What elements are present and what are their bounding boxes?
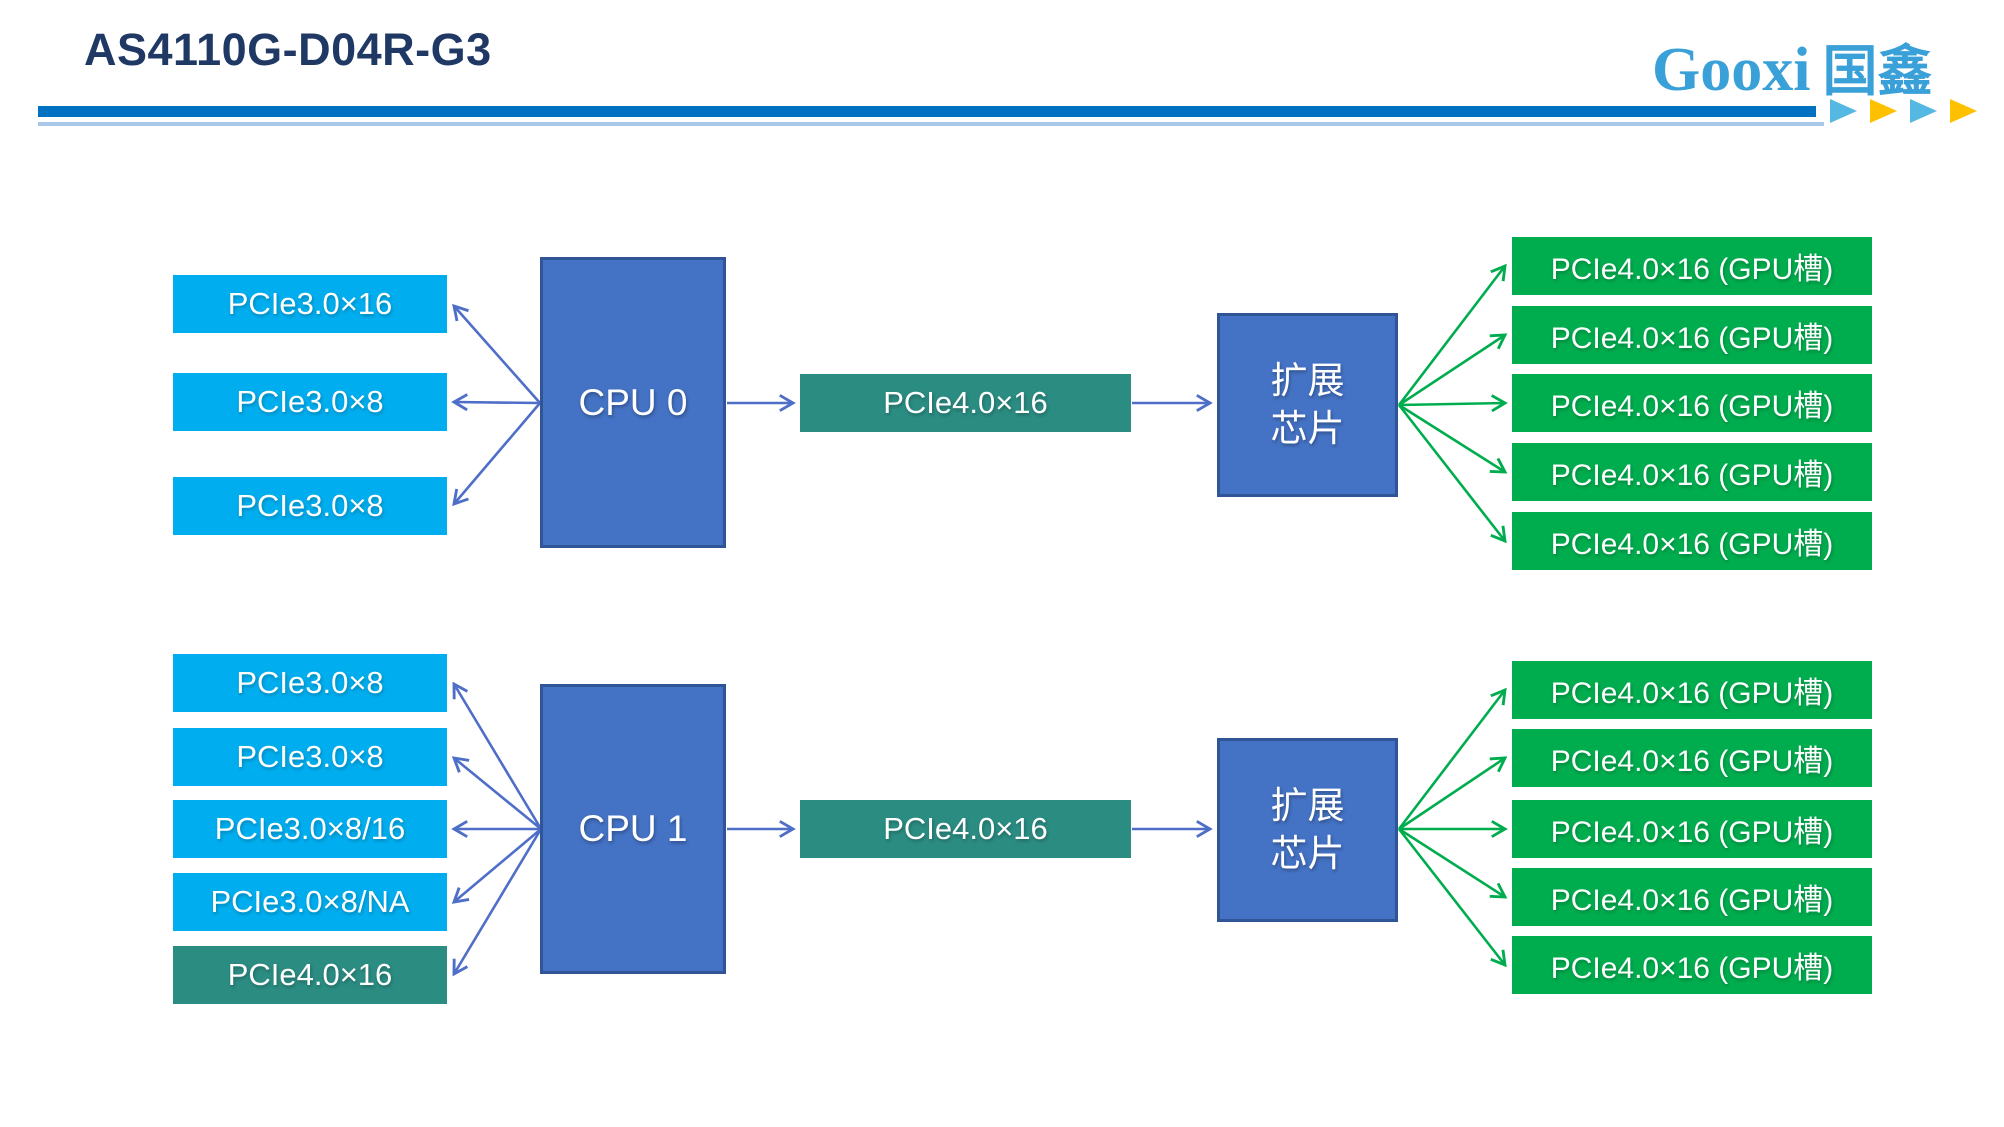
logo-cjk-text: 国鑫 xyxy=(1822,40,1933,102)
arrow-cpu0-to-slot3 xyxy=(452,402,541,507)
gpu-slot: PCIe4.0×16 (GPU槽) xyxy=(1512,237,1872,295)
pcie-slot: PCIe3.0×8 xyxy=(173,728,447,786)
gpu-slot: PCIe4.0×16 (GPU槽) xyxy=(1512,374,1872,432)
pcie-slot: PCIe4.0×16 xyxy=(173,946,447,1004)
pcie-slot: PCIe3.0×8 xyxy=(173,654,447,712)
gpu-slot: PCIe4.0×16 (GPU槽) xyxy=(1512,936,1872,994)
expander-label-line1: 扩展 xyxy=(1270,359,1345,401)
gpu-slot: PCIe4.0×16 (GPU槽) xyxy=(1512,661,1872,719)
gpu-slot: PCIe4.0×16 (GPU槽) xyxy=(1512,512,1872,570)
expander-chip-block: 扩展 芯片 xyxy=(1217,738,1398,922)
gpu-slot: PCIe4.0×16 (GPU槽) xyxy=(1512,729,1872,787)
expander1-green-arrows xyxy=(1397,687,1508,968)
arrow-cpu1-to-slot1 xyxy=(452,681,543,830)
gpu-slot: PCIe4.0×16 (GPU槽) xyxy=(1512,443,1872,501)
arrow-expander0-to-gpu2 xyxy=(1398,333,1508,407)
triangle-right-icon xyxy=(1910,99,1937,123)
triangle-right-icon xyxy=(1950,99,1977,123)
cpu0-block: CPU 0 xyxy=(540,257,726,548)
pcie-link-slot: PCIe4.0×16 xyxy=(800,374,1131,432)
arrow-cpu1-to-slot2 xyxy=(451,756,542,831)
arrow-expander0-to-gpu3 xyxy=(1398,394,1508,413)
cpu1-block: CPU 1 xyxy=(540,684,726,974)
arrow-expander1-to-gpu5 xyxy=(1397,828,1507,968)
pcie-link-slot: PCIe4.0×16 xyxy=(800,800,1131,858)
logo-gooxi-text: Gooxi xyxy=(1652,36,1811,104)
triangle-right-icon xyxy=(1830,99,1857,123)
expander-label-line1: 扩展 xyxy=(1270,784,1345,826)
expander-chip-block: 扩展 芯片 xyxy=(1217,313,1398,497)
gpu-slot: PCIe4.0×16 (GPU槽) xyxy=(1512,868,1872,926)
arrow-expander1-to-gpu4 xyxy=(1398,827,1508,899)
gpu-slot: PCIe4.0×16 (GPU槽) xyxy=(1512,800,1872,858)
expander-label-line2: 芯片 xyxy=(1270,408,1345,449)
arrow-cpu0-to-slot2 xyxy=(451,393,541,412)
pcie-slot: PCIe3.0×8/NA xyxy=(173,873,447,931)
arrow-cpu1-to-slot5 xyxy=(452,828,543,977)
expander-label-line2: 芯片 xyxy=(1270,833,1345,874)
gpu-slot: PCIe4.0×16 (GPU槽) xyxy=(1512,306,1872,364)
pcie-slot: PCIe3.0×8 xyxy=(173,477,447,535)
expander0-green-arrows xyxy=(1397,263,1508,544)
arrow-expander1-to-gpu1 xyxy=(1397,687,1507,830)
arrow-expander1-to-gpu2 xyxy=(1398,756,1508,831)
divider-thin-line xyxy=(38,122,1824,126)
pcie-slot: PCIe3.0×16 xyxy=(173,275,447,333)
page-title: AS4110G-D04R-G3 xyxy=(84,24,492,75)
arrow-cpu0-to-slot1 xyxy=(452,303,541,404)
arrow-expander0-to-gpu5 xyxy=(1397,404,1507,544)
logo-arrow-row xyxy=(1830,99,1977,123)
divider-bar xyxy=(38,106,1816,117)
arrow-cpu1-to-slot4 xyxy=(451,828,542,904)
pcie-slot: PCIe3.0×8/16 xyxy=(173,800,447,858)
triangle-right-icon xyxy=(1870,99,1897,123)
arrow-expander0-to-gpu4 xyxy=(1398,403,1508,474)
arrow-expander0-to-gpu1 xyxy=(1397,263,1507,406)
pcie-slot: PCIe3.0×8 xyxy=(173,373,447,431)
